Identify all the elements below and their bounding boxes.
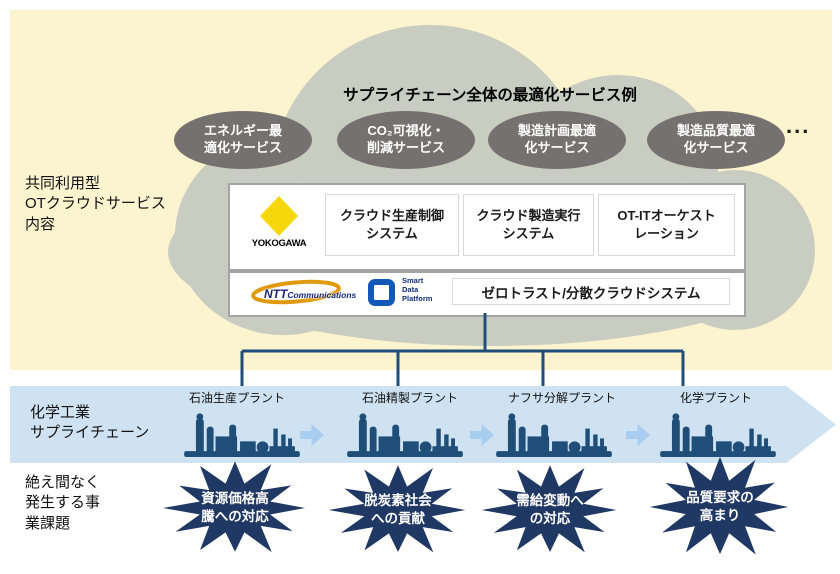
cloud-section-label: 共同利用型 OTクラウドサービス 内容	[25, 175, 166, 233]
system-box-manufacturing-execution: クラウド製造実行 システム	[463, 194, 594, 256]
starburst-icon	[481, 465, 617, 553]
challenge-burst-resource-prices: 資源価格高 騰への対応	[158, 457, 312, 559]
yokogawa-systems-box: YOKOGAWA クラウド生産制御 システム クラウド製造実行 システム OT-…	[228, 183, 746, 271]
ntt-brand-rest: Communications	[287, 290, 357, 300]
ntt-swoosh-icon	[251, 279, 341, 305]
factory-icon	[660, 413, 776, 458]
system-box-ot-it-orchestration: OT-ITオーケスト レーション	[598, 194, 735, 256]
sdp-square-icon	[368, 279, 395, 306]
plant-name-naphtha-cracking: ナフサ分解プラント	[507, 391, 617, 405]
plant-name-chemical: 化学プラント	[679, 391, 753, 405]
challenge-label: 需給変動へ の対応	[516, 493, 584, 526]
service-bubble-planning: 製造計画最適 化サービス	[488, 111, 626, 169]
challenges-section-label: 絶え間なく 発生する事 業課題	[25, 474, 101, 532]
system-box-production-control: クラウド生産制御 システム	[325, 194, 459, 256]
more-services-ellipsis: ...	[786, 113, 811, 138]
challenge-label: 品質要求の 高まり	[686, 490, 754, 523]
ntt-brand-bold: NTT	[264, 287, 288, 301]
yokogawa-brand-name: YOKOGAWA	[251, 238, 307, 249]
challenge-burst-decarbonization: 脱炭素社会 への貢献	[324, 461, 472, 559]
challenge-burst-supply-demand: 需給変動へ の対応	[477, 461, 623, 559]
factory-icon	[496, 413, 612, 458]
plant-name-oil-refining: 石油精製プラント	[361, 391, 459, 405]
ntt-communications-logo: NTTCommunications	[250, 279, 368, 305]
service-bubble-energy: エネルギー最 適化サービス	[174, 111, 312, 169]
ntt-platform-box: NTTCommunications Smart Data Platform ゼロ…	[228, 271, 746, 317]
factory-icon	[184, 413, 300, 458]
cloud-title: サプライチェーン全体の最適化サービス例	[343, 87, 637, 104]
service-bubble-co2: CO₂可視化・ 削減サービス	[337, 111, 475, 169]
challenge-label: 脱炭素社会 への貢献	[364, 493, 432, 526]
challenge-label: 資源価格高 騰への対応	[201, 491, 269, 524]
zero-trust-box: ゼロトラスト/分散クラウドシステム	[452, 278, 730, 305]
starburst-icon	[649, 456, 789, 555]
ntt-brand-text: NTTCommunications	[264, 285, 356, 303]
starburst-icon	[162, 461, 305, 553]
service-bubble-quality: 製造品質最適 化サービス	[647, 111, 785, 169]
challenge-burst-quality-demands: 品質要求の 高まり	[645, 452, 795, 562]
yokogawa-logo: YOKOGAWA	[245, 193, 313, 257]
factory-icon	[347, 413, 463, 458]
plant-name-oil-production: 石油生産プラント	[188, 391, 286, 405]
yokogawa-diamond-icon	[260, 196, 298, 236]
supply-chain-section-label: 化学工業 サプライチェーン	[30, 404, 150, 442]
smart-data-platform-logo: Smart Data Platform	[402, 276, 433, 303]
starburst-icon	[328, 465, 466, 553]
